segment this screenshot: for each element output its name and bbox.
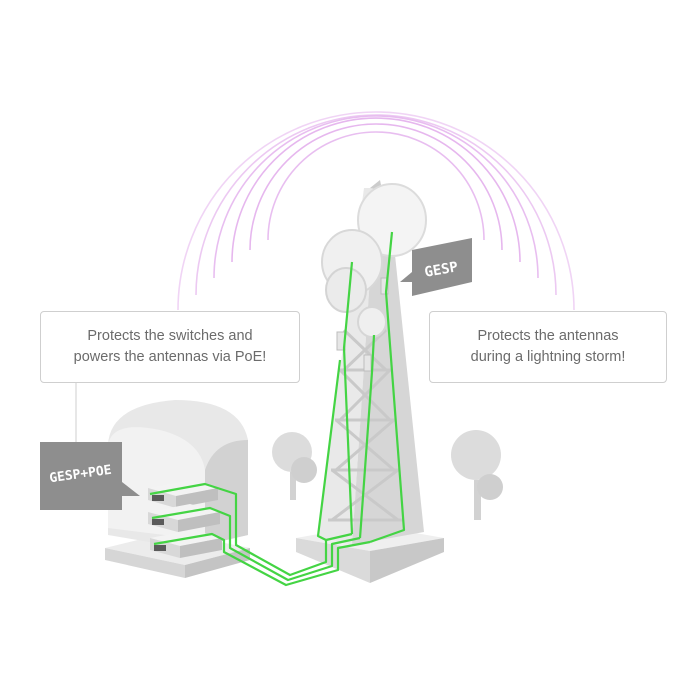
callout-right-line2: during a lightning storm!	[470, 349, 626, 365]
callout-right-line1: Protects the antennas	[477, 328, 619, 344]
poe-cables	[149, 231, 406, 587]
tag-gesp-label: GESP	[423, 259, 459, 281]
callout-antenna-protection: Protects the antennas during a lightning…	[429, 311, 667, 383]
callout-switch-protection: Protects the switches and powers the ant…	[40, 311, 300, 383]
tree-left	[272, 432, 317, 500]
callout-left-line1: Protects the switches and	[87, 328, 253, 344]
tree-right	[451, 430, 503, 520]
radio-waves	[177, 111, 575, 311]
tag-gesp-poe: GESP+POE	[40, 442, 140, 510]
callout-left-line2: powers the antennas via PoE!	[73, 349, 267, 365]
tag-gesp: GESP	[400, 238, 472, 296]
